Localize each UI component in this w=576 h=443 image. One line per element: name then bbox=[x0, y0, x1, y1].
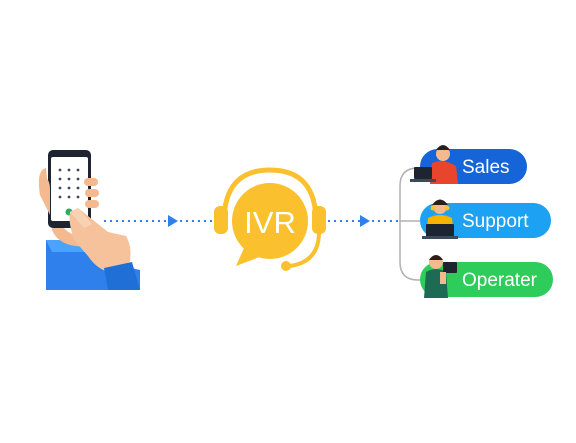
agent-with-headset-icon bbox=[422, 199, 458, 239]
sales-label: Sales bbox=[462, 157, 510, 178]
arrow-caller-to-ivr bbox=[104, 215, 212, 227]
agent-with-laptop-icon bbox=[410, 145, 458, 184]
arrow-ivr-to-routes bbox=[328, 215, 400, 227]
route-support: Support bbox=[420, 199, 551, 239]
agent-with-tablet-icon bbox=[424, 255, 457, 298]
route-sales: Sales bbox=[410, 145, 527, 184]
route-operater: Operater bbox=[420, 255, 553, 298]
operater-label: Operater bbox=[462, 270, 538, 291]
ivr-headset-icon bbox=[214, 167, 326, 271]
support-label: Support bbox=[462, 211, 529, 232]
hand-holding-phone-icon bbox=[38, 150, 140, 290]
ivr-label: IVR bbox=[244, 205, 296, 240]
